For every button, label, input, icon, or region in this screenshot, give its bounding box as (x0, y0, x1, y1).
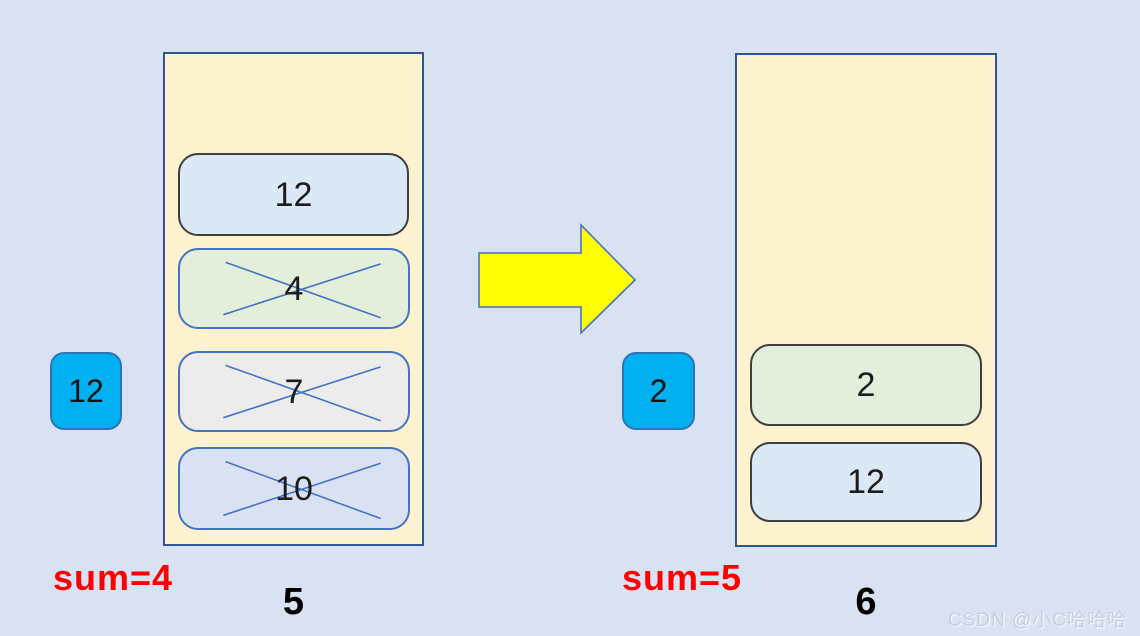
cross-out-icon (180, 250, 408, 327)
incoming-value-badge-left: 12 (50, 352, 122, 430)
index-label-left: 5 (282, 581, 305, 623)
incoming-value-badge-right: 2 (622, 352, 695, 430)
stack-item: 2 (750, 344, 982, 426)
csdn-watermark: CSDN @小C哈哈哈 (947, 610, 1127, 631)
stack-item-value: 7 (284, 372, 304, 411)
stack-item-value: 10 (275, 469, 313, 508)
incoming-value-left: 12 (68, 372, 104, 409)
stack-item: 12 (750, 442, 982, 522)
sum-label-right: sum=5 (622, 557, 743, 598)
stack-item-crossed: 7 (178, 351, 410, 432)
index-label-right: 6 (855, 581, 877, 623)
sum-label-left: sum=4 (53, 557, 174, 598)
cross-out-icon (180, 353, 408, 430)
cross-out-icon (180, 449, 408, 528)
stack-item: 12 (178, 153, 409, 236)
right-arrow-icon (478, 223, 637, 335)
stack-item-value: 4 (284, 269, 304, 308)
stack-item-value: 12 (847, 463, 885, 501)
stack-item-crossed: 4 (178, 248, 410, 329)
stack-item-crossed: 10 (178, 447, 410, 530)
stack-item-value: 2 (856, 366, 876, 404)
stack-item-value: 12 (274, 175, 313, 214)
incoming-value-right: 2 (649, 372, 668, 409)
